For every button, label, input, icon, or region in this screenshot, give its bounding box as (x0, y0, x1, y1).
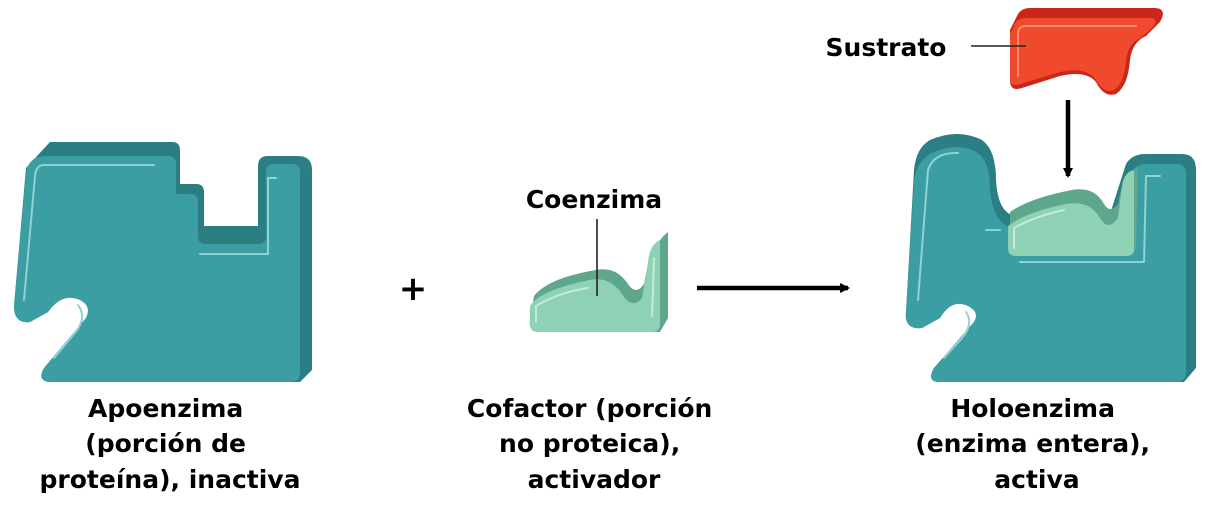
substrate-piece (1010, 8, 1163, 95)
holoenzyme-block (905, 134, 1196, 382)
cofactor-caption-line-3: activador (528, 465, 661, 494)
coenzyme-label: Coenzima (526, 185, 662, 214)
holoenzyme-caption-line-2: (enzima entera), (915, 429, 1150, 458)
apoenzyme-block (14, 142, 312, 382)
holoenzyme-caption-line-3: activa (994, 465, 1079, 494)
apoenzyme-caption: Apoenzima (porción de proteína), inactiv… (40, 394, 301, 494)
cofactor-caption-line-2: no proteica), (499, 429, 680, 458)
holoenzyme-caption: Holoenzima (enzima entera), activa (915, 394, 1158, 494)
substrate-label: Sustrato (826, 33, 947, 62)
apoenzyme-caption-line-3: proteína), inactiva (40, 465, 301, 494)
cofactor-caption-line-1: Cofactor (porción (467, 394, 712, 423)
coenzyme-piece (529, 232, 668, 332)
apoenzyme-caption-line-1: Apoenzima (88, 394, 243, 423)
plus-operator: + (399, 269, 428, 309)
cofactor-caption: Cofactor (porción no proteica), activado… (467, 394, 721, 494)
apoenzyme-caption-line-2: (porción de (85, 429, 246, 458)
holoenzyme-caption-line-1: Holoenzima (950, 394, 1115, 423)
